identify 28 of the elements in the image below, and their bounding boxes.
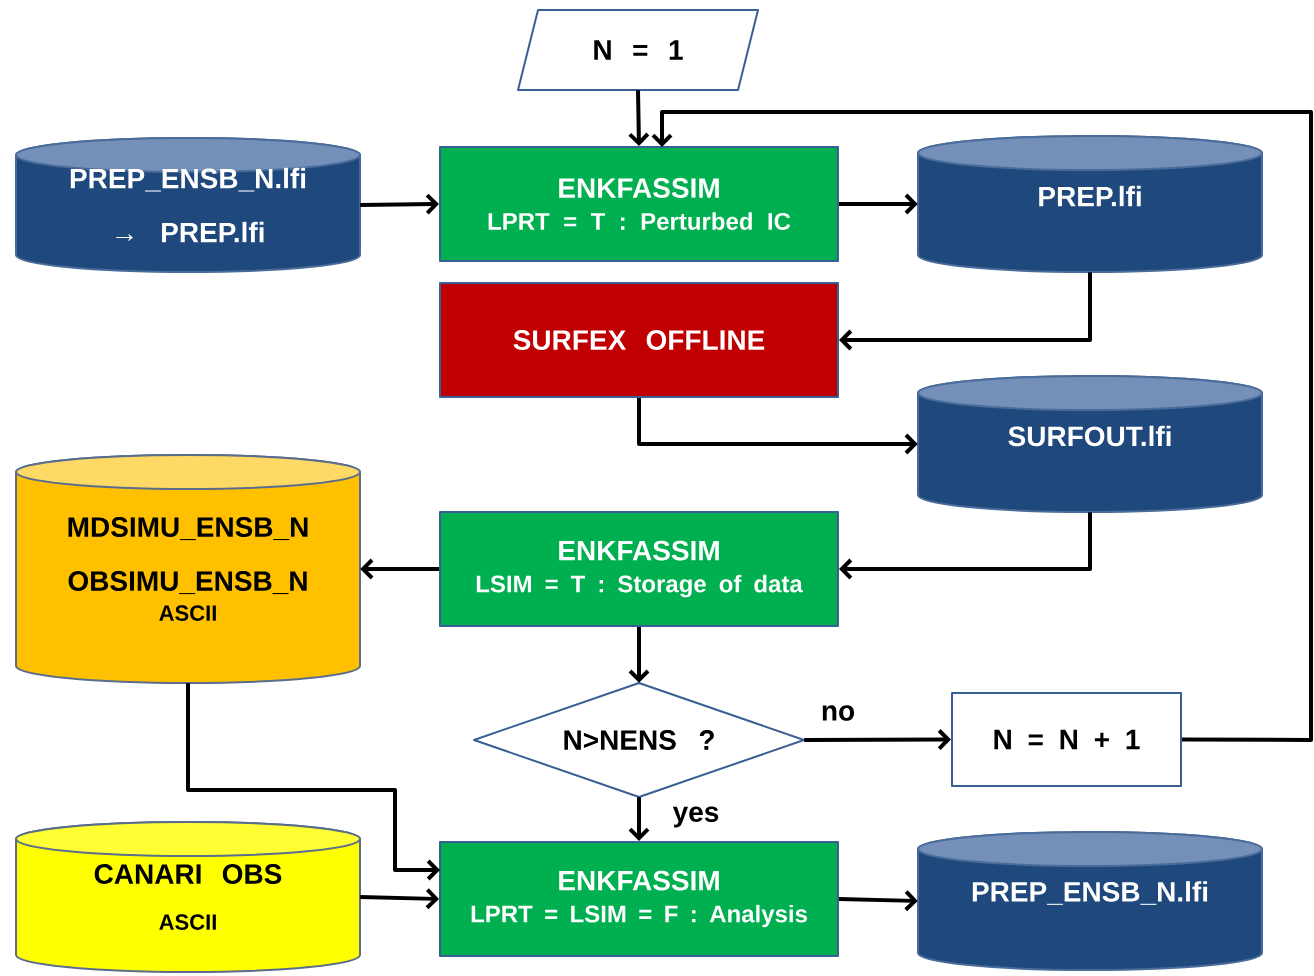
arrow — [651, 110, 1313, 742]
arrow — [628, 90, 650, 146]
arrow — [839, 193, 918, 215]
arrow — [360, 888, 439, 910]
edge-label: no — [819, 704, 857, 722]
data-cylinder: PREP_ENSB_N.lfi → PREP.lfi — [15, 137, 361, 273]
process-box: ENKFASSIM LSIM = T : Storage of data — [439, 511, 839, 627]
arrow — [804, 729, 951, 750]
arrow — [628, 627, 650, 683]
process-box: N = N + 1 — [951, 692, 1182, 787]
arrow — [360, 558, 439, 580]
data-cylinder: SURFOUT.lfi — [917, 375, 1263, 513]
input-parallelogram: N = 1 — [517, 9, 759, 91]
data-cylinder: CANARI OBS ASCII — [15, 821, 361, 973]
data-cylinder: PREP.lfi — [917, 135, 1263, 273]
arrow — [839, 272, 1092, 351]
edge-label: yes — [671, 805, 721, 829]
process-box: ENKFASSIM LPRT = LSIM = F : Analysis — [439, 841, 839, 957]
arrow — [628, 797, 650, 841]
arrow — [637, 398, 918, 455]
process-box: ENKFASSIM LPRT = T : Perturbed IC — [439, 146, 839, 262]
arrow — [186, 683, 440, 881]
data-cylinder: PREP_ENSB_N.lfi — [917, 831, 1263, 971]
arrow — [839, 512, 1092, 580]
process-box: SURFEX OFFLINE — [439, 282, 839, 398]
data-cylinder: MDSIMU_ENSB_N OBSIMU_ENSB_N ASCII — [15, 454, 361, 684]
arrow — [360, 193, 439, 215]
arrow — [838, 890, 918, 912]
